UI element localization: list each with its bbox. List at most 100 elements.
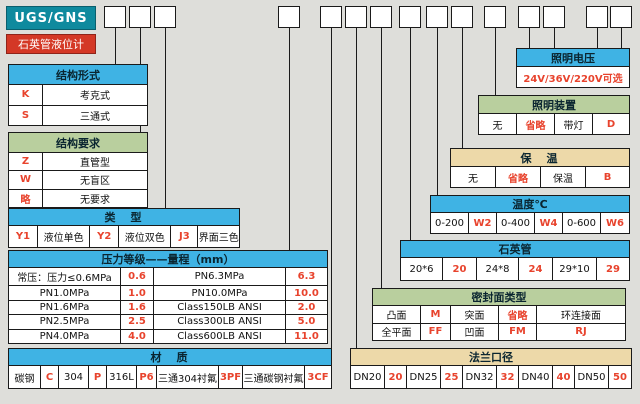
code-cell: 0.6 [121, 268, 154, 286]
label-cell: 液位双色 [119, 226, 172, 247]
label-cell: 无要求 [80, 194, 110, 206]
label-cell: 保温 [541, 167, 586, 187]
code-cell: 10.0 [294, 287, 319, 299]
label-cell: 316L [107, 366, 137, 388]
label-cell: 无盲区 [80, 176, 110, 188]
label-cell: 凹面 [451, 323, 499, 340]
label-cell: 突面 [451, 306, 499, 323]
label-cell: 带灯 [555, 114, 593, 134]
label-cell: PN1.0MPa [9, 286, 121, 300]
label-cell: 碳钢 [9, 366, 41, 388]
code-cell: 11.0 [294, 330, 319, 342]
table-flange: 法兰口径 DN20 20 DN25 25 DN32 32 DN40 40 DN5… [350, 348, 632, 389]
code-cell: Y1 [9, 226, 39, 247]
label-cell: 20*6 [401, 258, 443, 280]
code-cell: Y2 [90, 226, 120, 247]
code-cell: FF [421, 323, 451, 340]
label-cell: 29*10 [553, 258, 597, 280]
code-cell: J3 [171, 226, 199, 247]
label-cell: DN20 [351, 366, 385, 388]
label-cell: 无 [479, 114, 517, 134]
voltage-value: 24V/36V/220V可选 [523, 73, 623, 85]
table-material: 材 质 碳钢 C 304 P 316L P6 三通304衬氟 3PF 三通碳钢衬… [8, 348, 332, 389]
label-cell: PN2.5MPa [9, 315, 121, 329]
code-cell: 50 [613, 371, 627, 383]
table-row: S 三通式 [9, 104, 147, 125]
code-slot-box [104, 6, 126, 28]
table-row: PN1.6MPa 1.6 Class150LB ANSI 2.0 [9, 299, 327, 315]
connector-line [621, 28, 622, 48]
label-cell: 三通式 [80, 111, 110, 123]
connector-line [462, 28, 463, 148]
code-cell: 略 [9, 189, 43, 207]
code-slot-box [610, 6, 632, 28]
code-cell: 3CF [307, 371, 329, 383]
code-cell: C [41, 366, 59, 388]
table-temperature: 温度℃ 0-200 W2 0-400 W4 0-600 W6 [430, 195, 630, 234]
code-slot-box [484, 6, 506, 28]
table-row: 无 省略 保温 B [451, 167, 629, 187]
table-insulation: 保 温 无 省略 保温 B [450, 148, 630, 188]
code-cell: 3PF [219, 366, 243, 388]
table-row: 24V/36V/220V可选 [517, 67, 629, 87]
table-row: 0-200 W2 0-400 W4 0-600 W6 [431, 213, 629, 233]
connector-line [597, 28, 598, 48]
code-cell: W [9, 171, 43, 189]
connector-line [356, 28, 357, 348]
seal-face-header: 密封面类型 [373, 289, 625, 306]
table-row: K 考克式 [9, 85, 147, 105]
table-row: 略 无要求 [9, 188, 147, 207]
table-type: 类 型 Y1 液位单色 Y2 液位双色 J3 界面三色 [8, 208, 240, 248]
table-row: 无 省略 带灯 D [479, 114, 629, 134]
code-cell: 25 [441, 366, 463, 388]
label-cell: 三通304衬氟 [157, 366, 219, 388]
code-cell: 32 [497, 366, 519, 388]
connector-line [381, 28, 382, 288]
label-cell: 直管型 [80, 158, 110, 170]
label-cell: 环连接面 [561, 310, 601, 322]
label-cell: 液位单色 [38, 226, 91, 247]
label-cell: 界面三色 [198, 233, 239, 244]
lighting-header: 照明装置 [479, 96, 629, 114]
structure-req-header: 结构要求 [9, 133, 147, 153]
code-cell: K [9, 85, 43, 105]
label-cell: 三通碳钢衬氟 [243, 366, 305, 388]
code-cell: 20 [385, 366, 407, 388]
label-cell: 常压：压力≤0.6MPa [9, 268, 121, 286]
code-cell: 省略 [499, 306, 537, 323]
label-cell: Class300LB ANSI [154, 315, 286, 329]
table-row: Z 直管型 [9, 153, 147, 171]
code-cell: 1.0 [121, 286, 154, 300]
label-cell: 无 [451, 167, 496, 187]
code-slot-box [518, 6, 540, 28]
code-cell: Z [9, 153, 43, 171]
table-row: PN4.0MPa 4.0 Class600LB ANSI 11.0 [9, 328, 327, 344]
label-cell: 0-600 [563, 213, 601, 233]
table-row: W 无盲区 [9, 170, 147, 189]
code-cell: 1.6 [121, 300, 154, 315]
series-label: UGS/GNS [6, 6, 96, 30]
code-slot-box [543, 6, 565, 28]
code-cell: 24 [519, 258, 553, 280]
label-cell: 考克式 [80, 91, 110, 103]
label-cell: 0-400 [497, 213, 535, 233]
table-lighting: 照明装置 无 省略 带灯 D [478, 95, 630, 135]
insulation-header: 保 温 [451, 149, 629, 167]
code-cell: W4 [535, 213, 563, 233]
label-cell: Class150LB ANSI [154, 300, 286, 315]
table-pressure-range: 压力等级——量程（mm） 常压：压力≤0.6MPa 0.6 PN6.3MPa 6… [8, 250, 328, 344]
label-cell: 304 [59, 366, 89, 388]
code-cell: M [421, 306, 451, 323]
temperature-header: 温度℃ [431, 196, 629, 213]
code-slot-box [129, 6, 151, 28]
label-cell: 0-200 [431, 213, 469, 233]
label-cell: 24*8 [477, 258, 519, 280]
code-cell: S [9, 105, 43, 125]
code-cell: FM [499, 323, 537, 340]
type-header: 类 型 [9, 209, 239, 226]
connector-line [410, 28, 411, 240]
pressure-range-header: 压力等级——量程（mm） [9, 251, 327, 268]
code-slot-box [345, 6, 367, 28]
connector-line [495, 28, 496, 95]
